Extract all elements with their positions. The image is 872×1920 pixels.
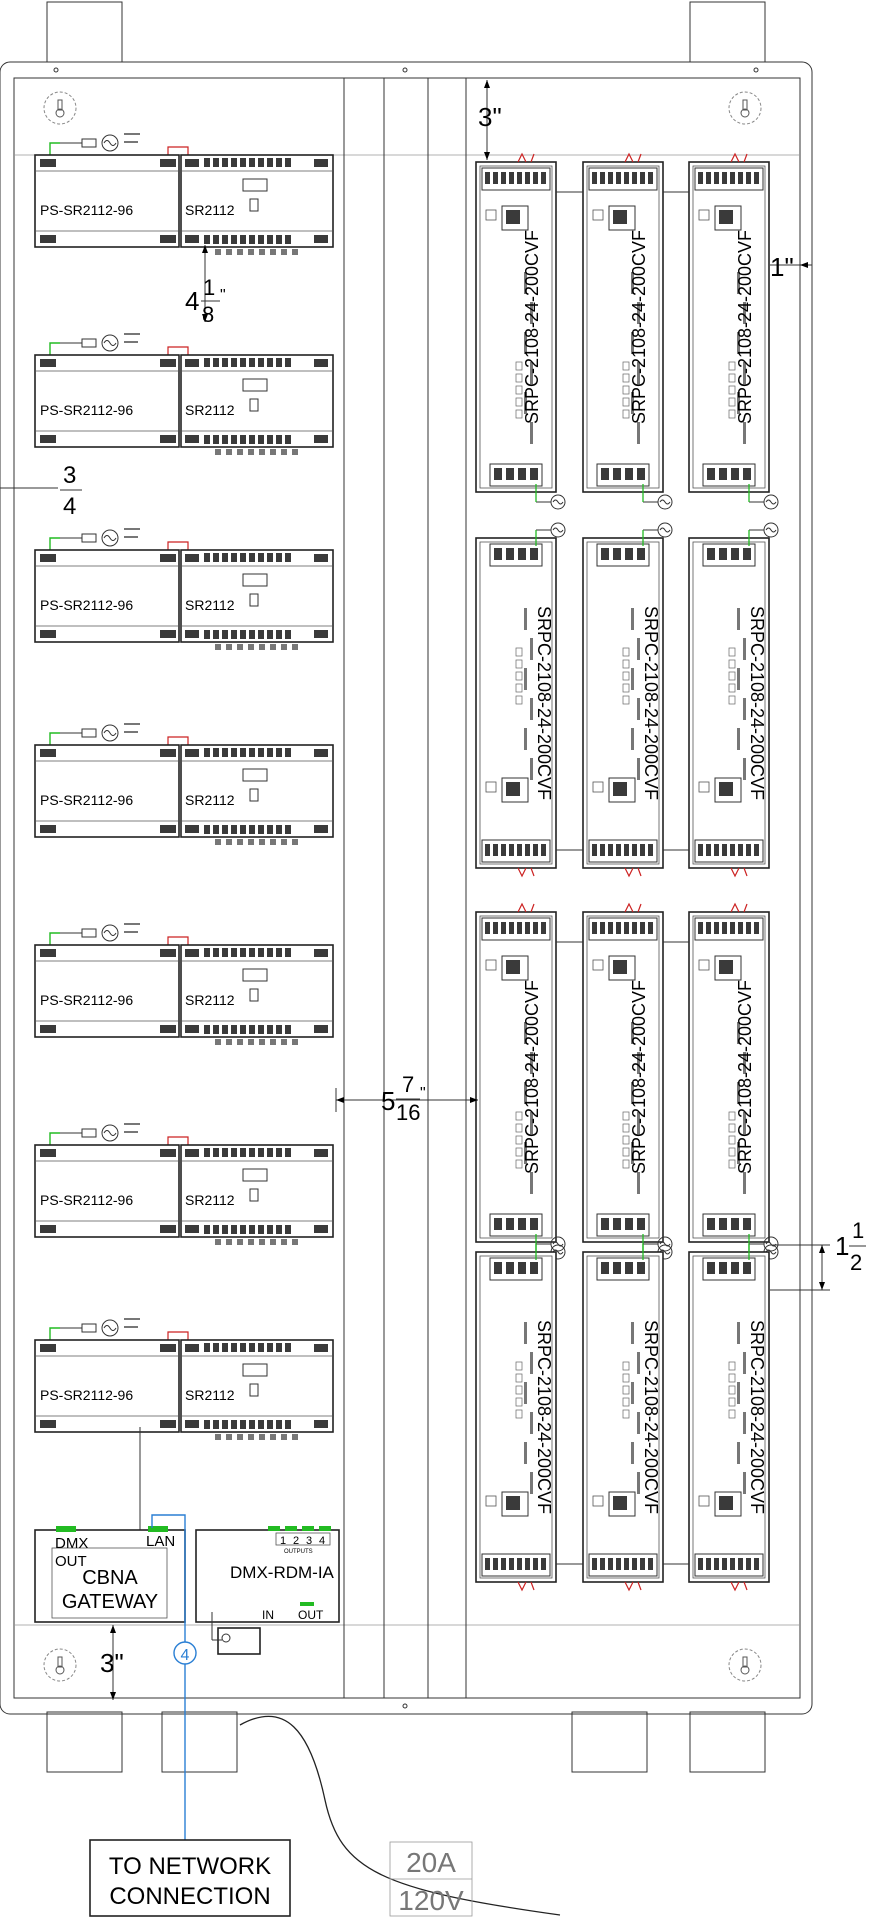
driver-unit: SRPC-2108-24-200CVF <box>582 152 673 510</box>
driver-unit: SRPC-2108-24-200CVF <box>475 902 566 1260</box>
driver-unit: SRPC-2108-24-200CVF <box>475 152 566 510</box>
driver-label: SRPC-2108-24-200CVF <box>735 980 755 1174</box>
dim-module-gap-den: 8 <box>202 302 214 327</box>
sr-module-label: SR2112 <box>185 202 235 218</box>
dim-left-margin-num: 3 <box>63 462 76 489</box>
network-connection-box: TO NETWORK CONNECTION <box>89 1839 291 1917</box>
driver-label: SRPC-2108-24-200CVF <box>735 230 755 424</box>
network-tag: 4 <box>181 1647 190 1664</box>
module-pair: PS-SR2112-96 SR2112 <box>34 333 334 455</box>
network-box-line2: CONNECTION <box>109 1883 270 1910</box>
dmx-port-4: 4 <box>319 1535 325 1547</box>
driver-unit: SRPC-2108-24-200CVF <box>475 1236 566 1592</box>
ps-module-label: PS-SR2112-96 <box>40 792 133 808</box>
sr-module-label: SR2112 <box>185 1387 235 1403</box>
dim-center-gap-num: 7 <box>402 1072 414 1097</box>
keyhole-mounts <box>43 91 762 1682</box>
gateway-lan-label: LAN <box>146 1533 175 1550</box>
network-box-line1: TO NETWORK <box>109 1853 271 1880</box>
driver-unit: SRPC-2108-24-200CVF <box>688 1236 779 1592</box>
dmx-rdm-name: DMX-RDM-IA <box>230 1563 335 1582</box>
driver-unit: SRPC-2108-24-200CVF <box>688 522 779 878</box>
dim-module-gap-num: 1 <box>203 275 215 300</box>
gateway-name-line1: CBNA <box>82 1567 138 1589</box>
dim-module-gap-whole: 4 <box>185 286 199 316</box>
sr-module-label: SR2112 <box>185 597 235 613</box>
ps-module-label: PS-SR2112-96 <box>40 992 133 1008</box>
dim-driver-gap-den: 2 <box>850 1250 862 1275</box>
dim-bottom-clearance: 3" <box>100 1648 124 1678</box>
ps-module-label: PS-SR2112-96 <box>40 202 133 218</box>
module-pair: PS-SR2112-96 SR2112 <box>34 723 334 845</box>
keyhole-mount-icon <box>43 1648 77 1682</box>
driver-unit: SRPC-2108-24-200CVF <box>582 902 673 1260</box>
enclosure-inner <box>13 77 801 1699</box>
gateway-area: DMX OUT LAN CBNA GATEWAY 1 2 3 4 OUTPUTS… <box>34 1427 340 1840</box>
power-box-line1: 20A <box>406 1847 456 1878</box>
power-box-line2: 120V <box>398 1885 464 1916</box>
driver-label: SRPC-2108-24-200CVF <box>641 1320 661 1514</box>
dmx-out-label: OUT <box>298 1608 324 1622</box>
dmx-port-1: 1 <box>280 1535 286 1547</box>
driver-unit: SRPC-2108-24-200CVF <box>688 152 779 510</box>
dim-driver-gap-whole: 1 <box>835 1231 849 1261</box>
driver-unit: SRPC-2108-24-200CVF <box>688 902 779 1260</box>
dim-top-clearance: 3" <box>478 102 502 132</box>
driver-label: SRPC-2108-24-200CVF <box>534 1320 554 1514</box>
keyhole-mount-icon <box>728 91 762 125</box>
dim-left-margin-den: 4 <box>63 493 76 520</box>
power-cable <box>239 1715 561 1916</box>
module-pair: PS-SR2112-96 SR2112 <box>34 1318 334 1440</box>
dim-driver-gap-num: 1 <box>852 1218 864 1243</box>
driver-unit: SRPC-2108-24-200CVF <box>475 522 566 878</box>
keyhole-mount-icon <box>43 91 77 125</box>
sr-module-label: SR2112 <box>185 792 235 808</box>
gateway-name-line2: GATEWAY <box>62 1591 158 1613</box>
sr-module-label: SR2112 <box>185 992 235 1008</box>
module-pair: PS-SR2112-96 SR2112 <box>34 133 334 255</box>
sr-module-label: SR2112 <box>185 1192 235 1208</box>
module-pair: PS-SR2112-96 SR2112 <box>34 1123 334 1245</box>
power-box: 20A 120V <box>389 1841 473 1917</box>
network-tag-circle <box>173 1641 197 1665</box>
driver-label: SRPC-2108-24-200CVF <box>747 606 767 800</box>
svg-text:": " <box>220 287 226 304</box>
dimensions: 3" 4 1 8 " 3 4 1" 5 7 16 " 1 1 <box>0 80 866 1700</box>
gateway-out-label: OUT <box>55 1553 87 1570</box>
ps-module-label: PS-SR2112-96 <box>40 597 133 613</box>
svg-text:": " <box>420 1085 426 1102</box>
driver-grid: SRPC-2108-24-200CVF SRPC-2108-24-200CVF SR… <box>475 152 779 1592</box>
ps-module-label: PS-SR2112-96 <box>40 1192 133 1208</box>
gateway-dmx-label: DMX <box>55 1535 88 1552</box>
dmx-port-2: 2 <box>293 1535 299 1547</box>
dim-center-gap-whole: 5 <box>381 1086 395 1116</box>
driver-label: SRPC-2108-24-200CVF <box>641 606 661 800</box>
module-pair: PS-SR2112-96 SR2112 <box>34 923 334 1045</box>
dmx-port-3: 3 <box>306 1535 312 1547</box>
driver-unit: SRPC-2108-24-200CVF <box>582 1236 673 1592</box>
ps-module-label: PS-SR2112-96 <box>40 402 133 418</box>
dim-center-gap-den: 16 <box>396 1100 420 1125</box>
driver-label: SRPC-2108-24-200CVF <box>629 230 649 424</box>
cbna-gateway <box>34 1529 186 1623</box>
ps-module-label: PS-SR2112-96 <box>40 1387 133 1403</box>
keyhole-mount-icon <box>728 1648 762 1682</box>
driver-label: SRPC-2108-24-200CVF <box>522 230 542 424</box>
dmx-in-label: IN <box>262 1608 274 1622</box>
driver-label: SRPC-2108-24-200CVF <box>534 606 554 800</box>
driver-unit: SRPC-2108-24-200CVF <box>582 522 673 878</box>
driver-label: SRPC-2108-24-200CVF <box>747 1320 767 1514</box>
dmx-outputs-label: OUTPUTS <box>284 1549 313 1555</box>
enclosure-outer <box>0 61 813 1715</box>
dim-driver-side: 1" <box>770 252 794 282</box>
sr-module-label: SR2112 <box>185 402 235 418</box>
module-pair: PS-SR2112-96 SR2112 <box>34 528 334 650</box>
driver-label: SRPC-2108-24-200CVF <box>522 980 542 1174</box>
driver-label: SRPC-2108-24-200CVF <box>629 980 649 1174</box>
